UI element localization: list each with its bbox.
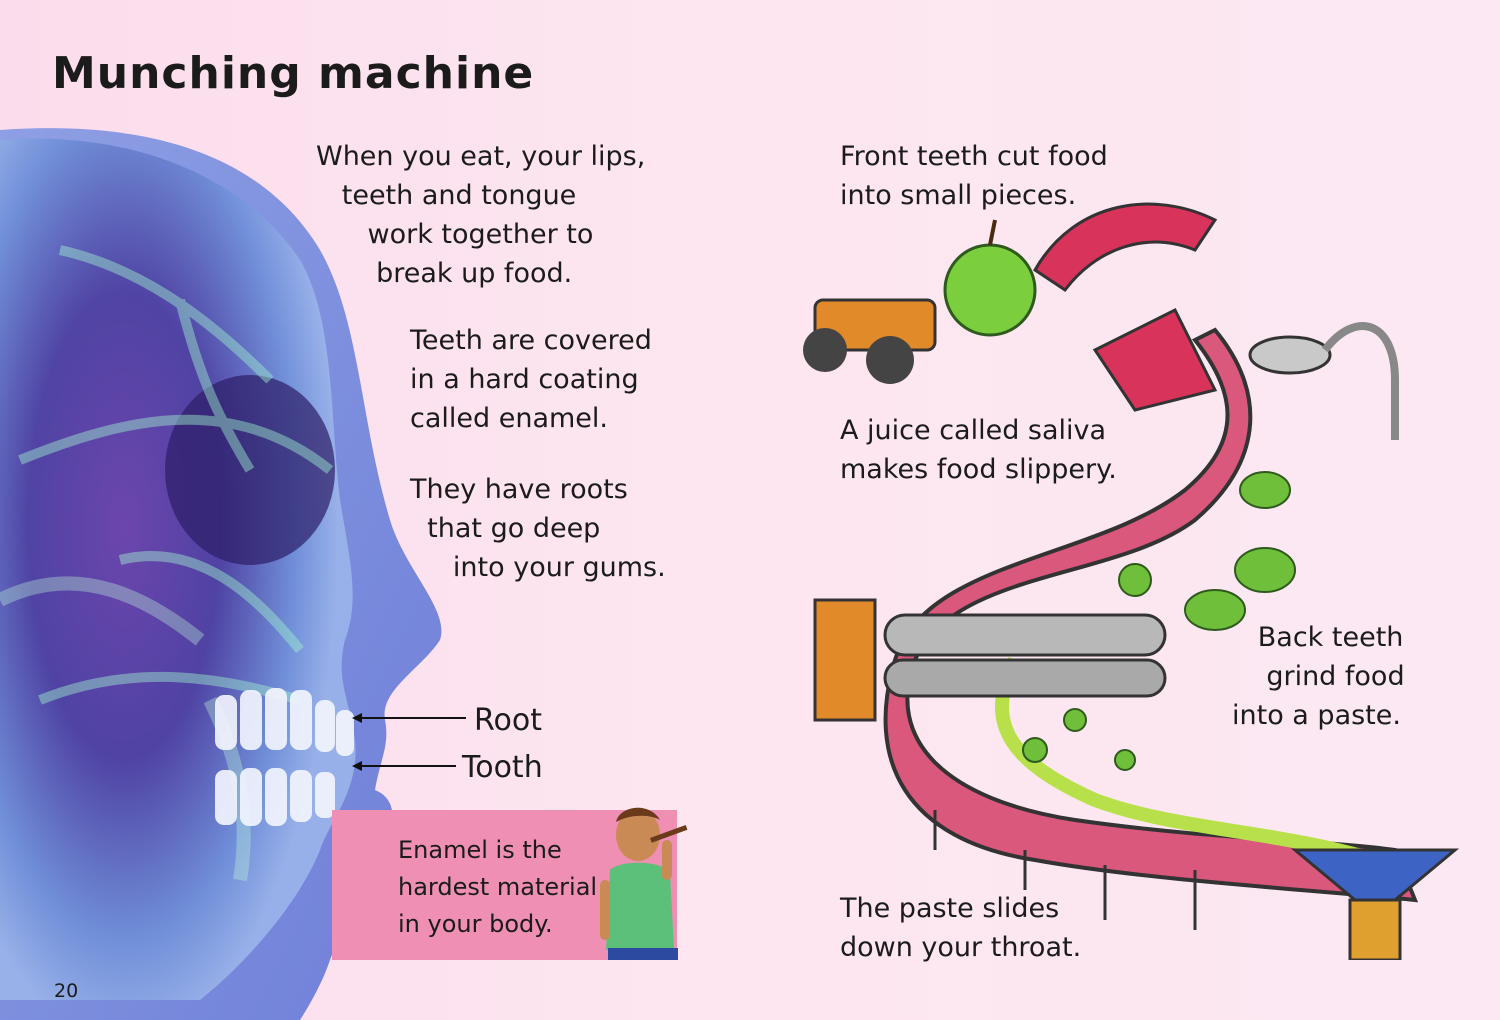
roots-text: They have roots that go deep into your g… [410,474,666,583]
skull-xray-illustration [0,128,466,1020]
saliva-text: A juice called saliva makes food slipper… [840,415,1117,485]
intro-text: When you eat, your lips, teeth and tongu… [316,141,646,289]
tooth-label: Tooth [462,750,543,785]
page-number: 20 [54,980,79,1002]
boy-brushing-illustration [600,807,688,960]
munching-machine-illustration [803,202,1460,960]
root-label: Root [474,703,542,738]
front-teeth-text: Front teeth cut food into small pieces. [840,141,1108,211]
enamel-text: Teeth are covered in a hard coating call… [410,325,652,434]
paste-text: The paste slides down your throat. [840,893,1082,963]
fact-text: Enamel is the hardest material in your b… [398,836,598,938]
back-teeth-text: Back teeth grind food into a paste. [1232,622,1405,731]
page-title: Munching machine [52,48,535,99]
